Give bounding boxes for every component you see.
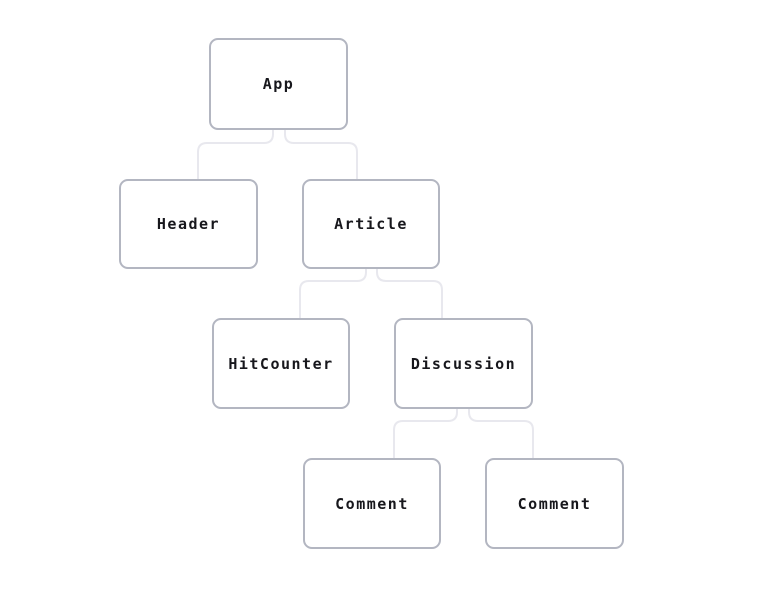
node-comment-1-label: Comment [335, 494, 409, 513]
edge-article-discussion [376, 269, 443, 318]
node-comment-2: Comment [485, 458, 624, 549]
node-header: Header [119, 179, 258, 269]
edge-app-article [284, 130, 358, 179]
node-discussion-label: Discussion [410, 354, 517, 373]
edge-discussion-comment-1 [393, 409, 458, 458]
node-article: Article [302, 179, 440, 269]
node-app-label: App [262, 75, 295, 93]
node-header-label: Header [156, 215, 221, 233]
edge-article-hitcounter [299, 269, 367, 318]
node-comment-2-label: Comment [517, 494, 592, 513]
edge-app-header [197, 130, 274, 179]
node-hitcounter-label: HitCounter [228, 354, 334, 373]
node-article-label: Article [334, 215, 408, 233]
node-discussion: Discussion [394, 318, 533, 409]
edge-discussion-comment-2 [468, 409, 534, 458]
node-comment-1: Comment [303, 458, 441, 549]
node-app: App [209, 38, 348, 130]
node-hitcounter: HitCounter [212, 318, 350, 409]
